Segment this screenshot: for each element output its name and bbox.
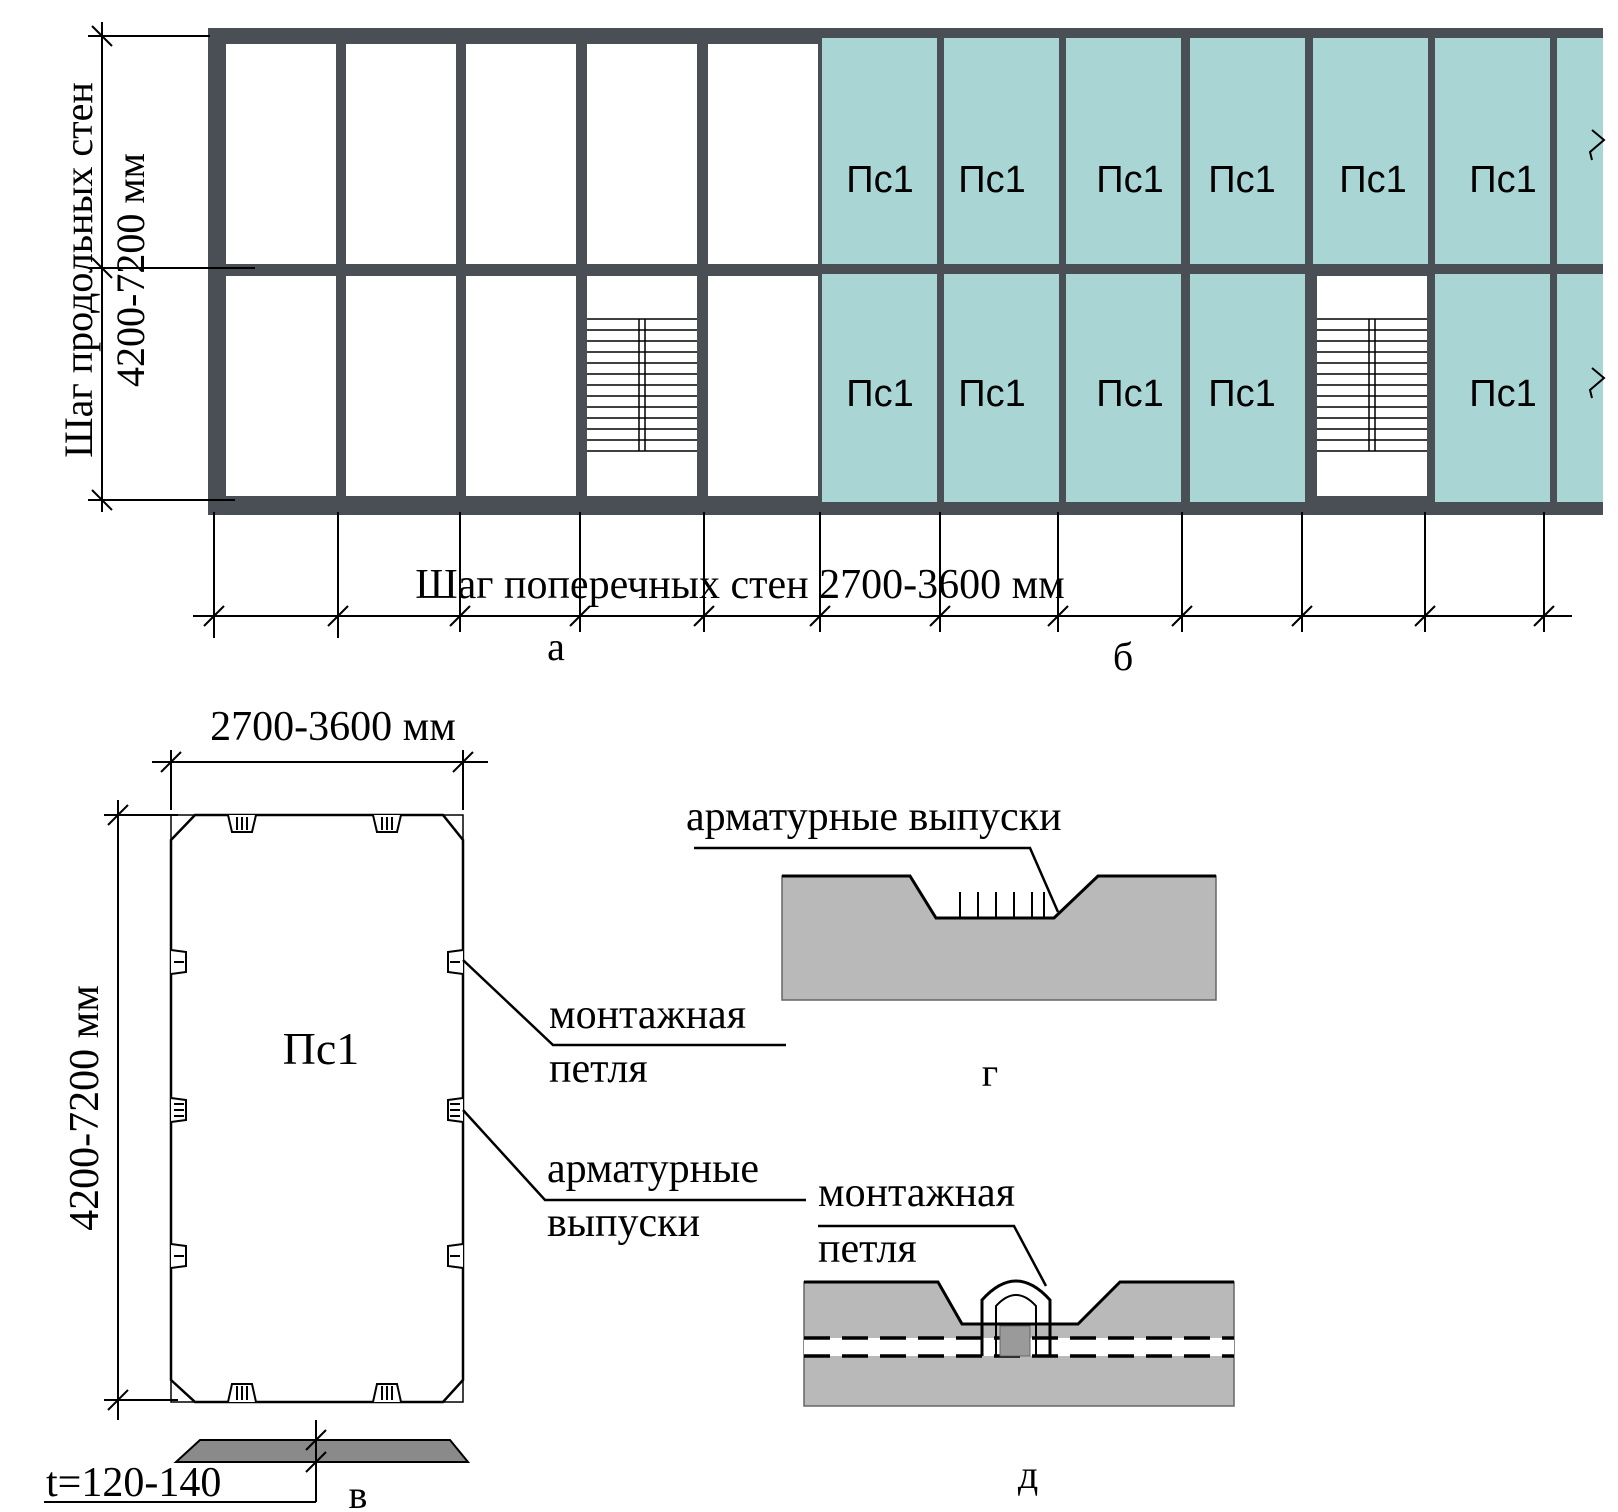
slab-height-dim [104, 800, 178, 1420]
slab-callouts [462, 959, 806, 1202]
detail-d-loop-inner [995, 1294, 1037, 1356]
detail-d-callout-line [818, 1224, 1048, 1287]
label-v: в [349, 1472, 368, 1512]
plan-rooms-white [226, 44, 1427, 496]
panel-label: Пс1 [1208, 159, 1275, 201]
thickness-dim [44, 1420, 327, 1503]
detail-d-callout-2: петля [818, 1226, 917, 1272]
panel-label: Пс1 [1469, 159, 1536, 201]
dim-longitudinal-label-2: 4200-7200 мм [108, 153, 153, 387]
stair-b [1317, 318, 1427, 452]
panel-label: Пс1 [1208, 373, 1275, 415]
slab-height-label: 4200-7200 мм [62, 985, 108, 1231]
detail-d-callout-1: монтажная [818, 1170, 1015, 1216]
slab-notches [170, 814, 464, 1403]
label-d: д [1018, 1452, 1038, 1497]
floor-plan: Пс1 Пс1 Пс1 Пс1 Пс1 Пс1 Пс1 Пс1 Пс1 Пс1 … [56, 22, 1606, 679]
thickness-label: t=120-140 [46, 1460, 221, 1506]
detail-g: арматурные выпуски г [686, 794, 1217, 1095]
slab-loop-callout-2: петля [549, 1046, 648, 1092]
panel-label: Пс1 [958, 159, 1025, 201]
detail-d-embed [999, 1325, 1031, 1357]
panel-label: Пс1 [1096, 373, 1163, 415]
label-g: г [982, 1050, 998, 1095]
panel-label: Пс1 [846, 159, 913, 201]
slab-width-dim [152, 750, 488, 810]
plan-panels-teal [822, 38, 1603, 502]
slab-corners [170, 814, 464, 1403]
slab-width-label: 2700-3600 мм [210, 704, 456, 750]
slab-rebar-callout-1: арматурные [547, 1146, 759, 1192]
panel-label: Пс1 [958, 373, 1025, 415]
plan-panel-labels: Пс1 Пс1 Пс1 Пс1 Пс1 Пс1 Пс1 Пс1 Пс1 Пс1 … [846, 159, 1536, 415]
detail-g-callout-line [694, 846, 1060, 913]
label-b: б [1113, 634, 1133, 679]
stair-a [587, 318, 697, 452]
label-a: а [547, 624, 565, 669]
dim-transverse [193, 512, 1572, 638]
slab-outline [169, 813, 465, 1404]
dim-transverse-label: Шаг поперечных стен 2700-3600 мм [415, 562, 1065, 608]
break-mark-bottom [1588, 367, 1606, 399]
panel-label: Пс1 [1339, 159, 1406, 201]
panel-label: Пс1 [1096, 159, 1163, 201]
detail-g-rebars [959, 892, 1045, 918]
detail-d-profile [804, 1280, 1234, 1326]
slab-section [173, 1439, 471, 1463]
detail-d-loop-outer [980, 1279, 1052, 1356]
panel-label: Пс1 [1469, 373, 1536, 415]
slab-label: Пс1 [283, 1023, 360, 1074]
dim-longitudinal-label-1: Шаг продольных стен [56, 82, 101, 457]
detail-d: монтажная петля д [803, 1170, 1235, 1497]
panel-label: Пс1 [846, 373, 913, 415]
detail-g-section [781, 875, 1217, 1001]
dim-longitudinal [88, 22, 255, 512]
detail-g-callout: арматурные выпуски [686, 794, 1062, 840]
slab-detail: 2700-3600 мм 4200-7200 мм [44, 704, 806, 1512]
slab-rebar-callout-2: выпуски [547, 1200, 700, 1246]
break-mark-top [1588, 129, 1606, 161]
slab-loop-callout-1: монтажная [549, 992, 746, 1038]
